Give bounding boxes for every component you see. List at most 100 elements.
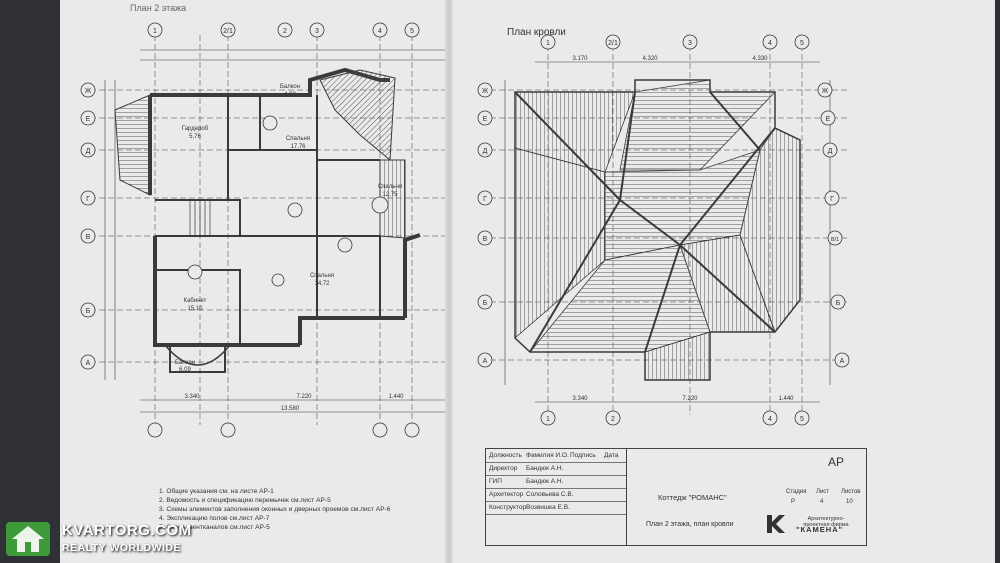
stamp-role-4: Конструктор — [489, 504, 527, 511]
note-3: 3. Схемы элементов заполнения оконных и … — [159, 506, 391, 513]
stamp-company-type: Архитектурно-проектная фирма — [803, 516, 849, 528]
stamp-sheet-value: 4 — [820, 499, 824, 505]
roof-axis-top-5: 5 — [800, 40, 804, 47]
roof-axis-right-6: Б — [836, 300, 841, 307]
stamp-sheet-label: Лист — [816, 489, 830, 495]
stamp-name-2: Бандюк А.Н. — [526, 478, 564, 485]
floor-dim-3: 1.440 — [388, 394, 404, 400]
stamp-role-1: Директор — [489, 465, 518, 472]
floor-axis-left-6: Б — [86, 308, 91, 315]
floor-dim-1: 3.340 — [184, 394, 200, 400]
room-area-1: 5,76 — [189, 134, 201, 140]
roof-axis-bottom-2: 2 — [611, 416, 615, 423]
roof-dim-bottom-1: 3.340 — [572, 396, 588, 402]
stamp-header-sign: Подпись — [570, 452, 596, 459]
roof-axis-left-3: Д — [483, 148, 488, 155]
roof-dim-top-2: 4.320 — [642, 56, 658, 62]
stamp-sheets-value: 10 — [846, 499, 853, 505]
stamp-sheets-label: Листов — [841, 489, 861, 495]
roof-axis-right-1: Ж — [822, 88, 829, 95]
room-area-5: 14,72 — [314, 281, 330, 287]
title-block: Должность Фамилия И.О. Подпись Дата Дире… — [485, 448, 867, 546]
house-logo-icon — [6, 522, 50, 556]
room-area-4: 12,75 — [382, 192, 398, 198]
stamp-name-4: Возвишка Е.В. — [526, 504, 570, 511]
stamp-name-1: Бандюк А.Н. — [526, 465, 564, 472]
floor-axis-left-5: В — [86, 234, 91, 241]
roof-axis-top-4: 4 — [768, 40, 772, 47]
roof-dim-top-1: 3.170 — [572, 56, 588, 62]
watermark-title: KVARTORG.COM — [62, 522, 192, 539]
stamp-stage-value: Р — [791, 499, 796, 505]
floor-axis-top-2: 2/1 — [223, 28, 233, 35]
floor-axis-left-1: Ж — [85, 88, 92, 95]
room-area-7: 6,09 — [179, 367, 191, 373]
note-2: 2. Ведомость и спецификацию перемычек см… — [159, 497, 331, 504]
roof-axis-right-4: Г — [830, 196, 834, 203]
stamp-header-date: Дата — [604, 452, 619, 459]
site-watermark: KVARTORG.COM REALTY WORLDWIDE — [6, 520, 191, 560]
general-notes: 1. Общие указания см. на листе АР-1 2. В… — [159, 487, 479, 532]
roof-dim-bottom-3: 1.440 — [778, 396, 794, 402]
stamp-stage-label: Стадия — [786, 489, 807, 495]
roof-plan-title: План кровли — [507, 27, 566, 38]
roof-axis-left-5: В — [483, 236, 488, 243]
roof-dim-bottom-2: 7.220 — [682, 396, 698, 402]
room-name-2: Балкон — [280, 84, 300, 90]
roof-axis-top-1: 1 — [546, 40, 550, 47]
roof-axis-left-2: Е — [483, 116, 488, 123]
floor-dim-2: 7.220 — [296, 394, 312, 400]
roof-axis-right-3: Д — [828, 148, 833, 155]
roof-plan — [477, 34, 850, 426]
room-name-5: Спальня — [310, 273, 334, 279]
floor-axis-top-5: 4 — [378, 28, 382, 35]
stamp-header-role: Должность — [489, 452, 522, 459]
stamp-header-name: Фамилия И.О. — [526, 452, 569, 459]
stamp-role-3: Архитектор — [489, 491, 524, 498]
floor-axis-top-1: 1 — [153, 28, 157, 35]
roof-axis-right-2: Е — [826, 116, 831, 123]
note-5: 5. Схемы вентканалов см.лист АР-5 — [159, 524, 270, 531]
room-area-2: 4,92 — [284, 92, 296, 98]
roof-axis-top-3: 3 — [688, 40, 692, 47]
roof-axis-right-5: В/1 — [831, 237, 839, 243]
company-logo-icon — [767, 515, 785, 533]
floor-dim-total: 13.580 — [281, 406, 300, 412]
roof-axis-right-7: А — [840, 358, 845, 365]
stamp-role-2: ГИП — [489, 478, 502, 485]
roof-axis-left-1: Ж — [482, 88, 489, 95]
floor-axis-top-4: 3 — [315, 28, 319, 35]
architectural-drawing: 1 2/1 2 3 4 5 Ж Е Д Г В Б А Гардероб 5,7… — [80, 22, 850, 438]
stamp-sheet-title: План 2 этажа, план кровли — [646, 521, 734, 528]
room-name-3: Спальня — [286, 136, 310, 142]
floor-plan — [80, 22, 445, 438]
room-area-3: 17,76 — [290, 144, 306, 150]
room-area-6: 15,10 — [187, 306, 203, 312]
stamp-sheet-code: АР — [828, 455, 845, 469]
watermark-subtitle: REALTY WORLDWIDE — [62, 542, 182, 554]
stamp-name-3: Соловьева С.В. — [526, 491, 574, 498]
roof-axis-bottom-3: 4 — [768, 416, 772, 423]
room-name-4: Спальня — [378, 184, 402, 190]
floor-axis-left-3: Д — [86, 148, 91, 155]
roof-axis-top-2: 2/1 — [608, 40, 618, 47]
note-4: 4. Экспликацию полов см.лист АР-7 — [159, 515, 270, 522]
roof-axis-bottom-1: 1 — [546, 416, 550, 423]
floor-plan-title: План 2 этажа — [130, 3, 187, 13]
note-1: 1. Общие указания см. на листе АР-1 — [159, 488, 274, 495]
roof-dim-top-3: 4.330 — [752, 56, 768, 62]
room-name-7: Балкон — [175, 360, 195, 366]
floor-axis-left-2: Е — [86, 116, 91, 123]
stamp-project-name: Коттедж "РОМАНС" — [658, 493, 727, 502]
floor-axis-top-3: 2 — [283, 28, 287, 35]
roof-axis-left-6: Б — [483, 300, 488, 307]
stamp-company-name: "КАМЕНА" — [796, 525, 844, 534]
room-name-1: Гардероб — [182, 126, 209, 132]
roof-axis-left-7: А — [483, 358, 488, 365]
drawing-sheet: План 2 этажа План кровли — [60, 0, 995, 563]
room-name-6: Кабинет — [184, 298, 207, 304]
floor-axis-top-6: 5 — [410, 28, 414, 35]
floor-axis-left-7: А — [86, 360, 91, 367]
floor-axis-left-4: Г — [86, 196, 90, 203]
roof-axis-left-4: Г — [483, 196, 487, 203]
